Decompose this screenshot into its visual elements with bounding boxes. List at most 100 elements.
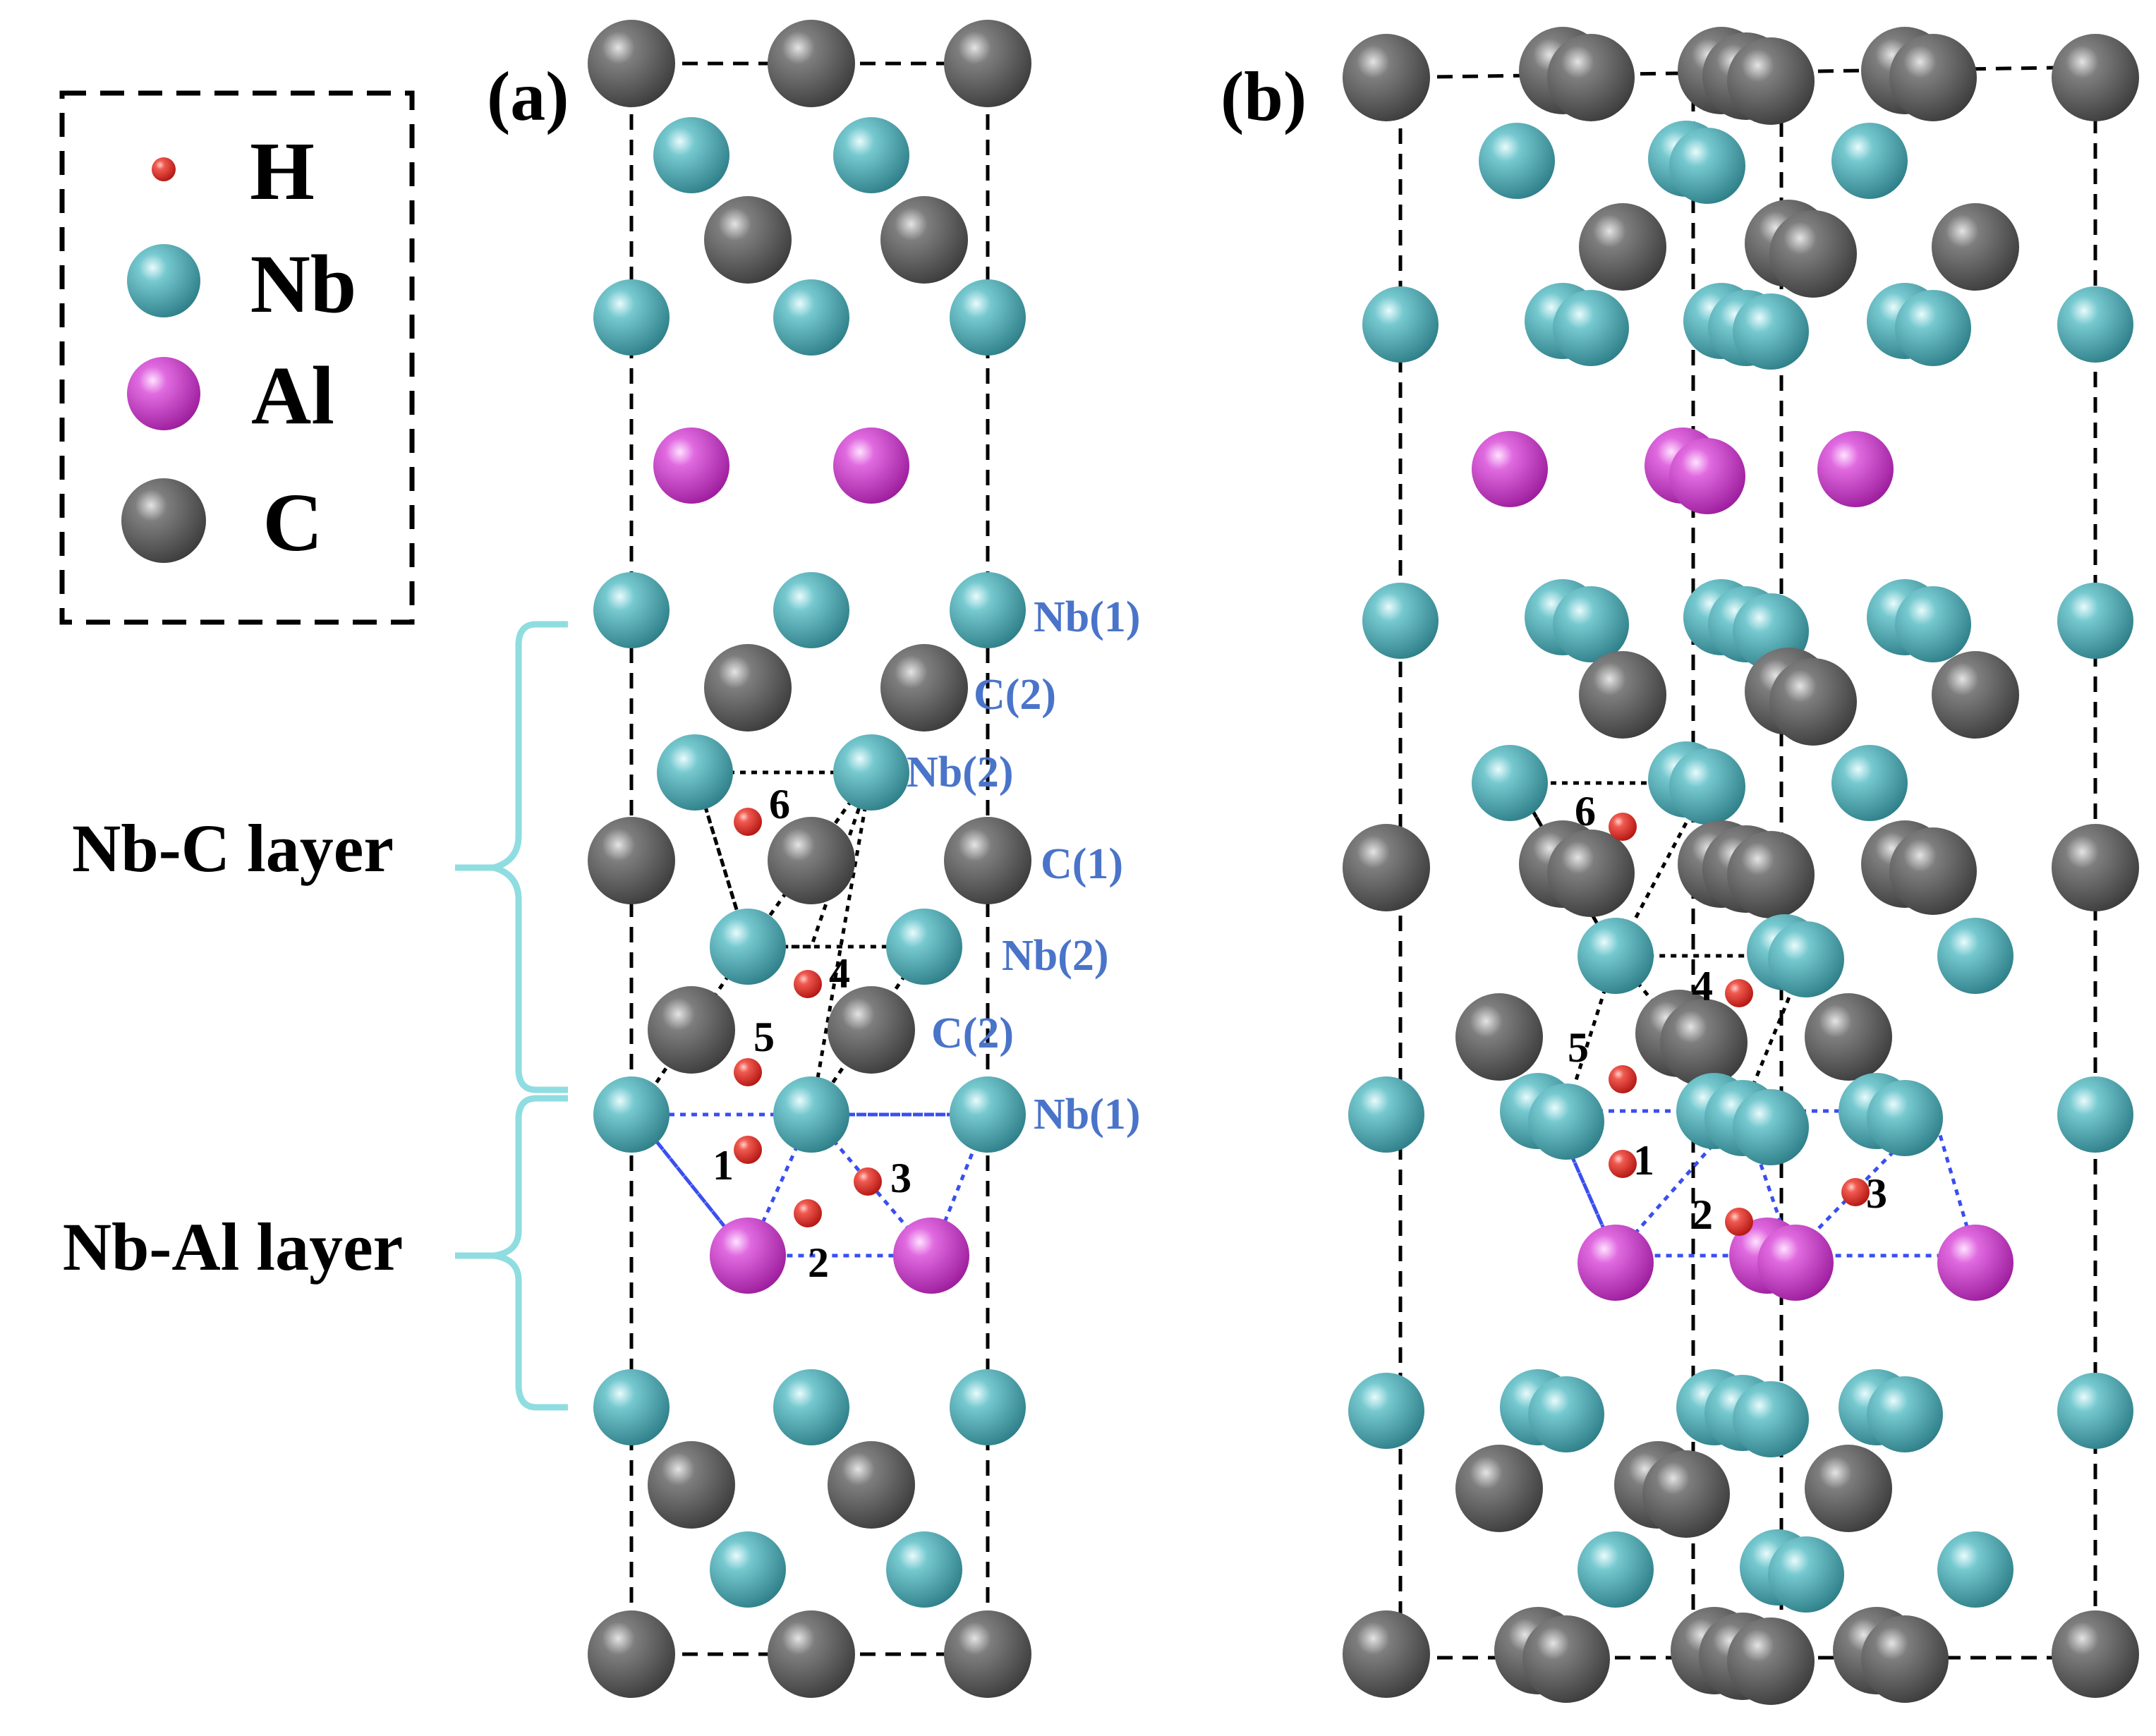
c-atom [588, 1610, 675, 1698]
h-atom-5 [1609, 1065, 1637, 1093]
c-atom [944, 1610, 1031, 1698]
nb-atom [710, 1531, 786, 1608]
nb-atom [1472, 745, 1548, 821]
h-site-6-b: 6 [1575, 788, 1596, 834]
nb-atom [1937, 1531, 2013, 1608]
legend-c-label: C [262, 476, 322, 569]
nb-atom [593, 1369, 670, 1445]
c-atom [1727, 831, 1815, 918]
nb-atom [593, 572, 670, 648]
c-atom [768, 817, 855, 904]
nb-atom [1479, 123, 1555, 199]
c-atom [1660, 999, 1748, 1086]
h-atom-6 [1609, 813, 1637, 841]
h-site-2-b: 2 [1692, 1191, 1713, 1238]
nb-atom [2057, 286, 2133, 363]
nb-atom [950, 572, 1026, 648]
c-atom [1547, 34, 1635, 121]
c-atom [1932, 651, 2019, 739]
legend-al-swatch [127, 357, 200, 430]
h-atom-2 [794, 1199, 822, 1227]
h-atom-5 [734, 1058, 762, 1086]
h-site-4-a: 4 [829, 950, 850, 997]
c-atom [1932, 203, 2019, 291]
nb-atom [1553, 586, 1629, 662]
c-atom [1343, 34, 1430, 121]
site-labels-a: Nb(1) C(2) Nb(2) C(1) Nb(2) C(2) Nb(1) [907, 593, 1141, 1139]
nb-atom [1867, 1080, 1943, 1156]
c-atom [1579, 203, 1666, 291]
c-atom [944, 817, 1031, 904]
nb-atom [1528, 1376, 1604, 1452]
h-atom-6 [734, 808, 762, 836]
site-label-nb2-mid: Nb(2) [1002, 932, 1109, 980]
nb-atom [950, 1076, 1026, 1153]
nb-atom [833, 734, 909, 811]
h-site-2-a: 2 [808, 1239, 829, 1286]
al-atom [1937, 1225, 2013, 1301]
al-atom [893, 1218, 969, 1294]
site-label-nb2-top: Nb(2) [907, 748, 1014, 796]
nb-atom [1895, 290, 1971, 366]
c-atom [1579, 651, 1666, 739]
nb-atom [653, 117, 729, 193]
nb-atom [1669, 748, 1745, 825]
nb-atom [773, 1369, 849, 1445]
panel-a-label: (a) [487, 57, 569, 135]
c-atom [1727, 1617, 1815, 1705]
nb-atom [1553, 290, 1629, 366]
nb-atom [1733, 1089, 1809, 1165]
c-atom [768, 20, 855, 107]
h-atom-2 [1725, 1208, 1753, 1236]
al-atom [1817, 431, 1894, 507]
atoms-panel-b [1343, 27, 2139, 1705]
al-prism-a [631, 1112, 991, 1258]
nb-atom [1831, 123, 1908, 199]
c-atom [1727, 37, 1815, 125]
c-atom [588, 20, 675, 107]
al-atom [1669, 438, 1745, 514]
nb-atom [1528, 1084, 1604, 1160]
c-atom [944, 20, 1031, 107]
c-atom [768, 1610, 855, 1698]
c-atom [1343, 1610, 1430, 1698]
h-site-1-b: 1 [1633, 1137, 1654, 1184]
c-atom [1547, 830, 1635, 917]
nb-atom [1768, 921, 1844, 997]
nb-atom [2057, 1076, 2133, 1153]
nb-atom [1831, 745, 1908, 821]
c-atom [2052, 34, 2139, 121]
nb-atom [886, 909, 962, 985]
nb-atom [2057, 583, 2133, 659]
c-atom [1642, 1450, 1730, 1538]
nb-atom [593, 279, 670, 356]
c-atom [1889, 827, 1977, 915]
al-atom [1577, 1225, 1654, 1301]
al-atom [1472, 431, 1548, 507]
nb-atom [773, 279, 849, 356]
c-atom [880, 644, 968, 732]
h-atom-4 [1725, 979, 1753, 1007]
c-atom [648, 986, 735, 1074]
c-atom [1343, 824, 1430, 911]
nb-atom [1577, 1531, 1654, 1608]
nb-atom [2057, 1373, 2133, 1449]
al-atom [710, 1218, 786, 1294]
legend-h-swatch [152, 157, 176, 181]
c-atom [1455, 993, 1543, 1081]
nb-atom [1937, 918, 2013, 994]
h-site-4-b: 4 [1692, 963, 1713, 1009]
c-atom [828, 986, 915, 1074]
site-label-c2-top: C(2) [974, 671, 1056, 719]
c-atom [1769, 658, 1857, 746]
c-atom [704, 644, 792, 732]
c-atom [1769, 210, 1857, 298]
nb-atom [1895, 586, 1971, 662]
h-atom-1 [734, 1136, 762, 1164]
h-atom-3 [854, 1167, 882, 1196]
nbc-layer-label: Nb-C layer [72, 811, 394, 886]
c-atom [648, 1441, 735, 1529]
legend-al-label: Al [251, 349, 334, 442]
layer-brackets: Nb-C layer Nb-Al layer [63, 621, 568, 1411]
